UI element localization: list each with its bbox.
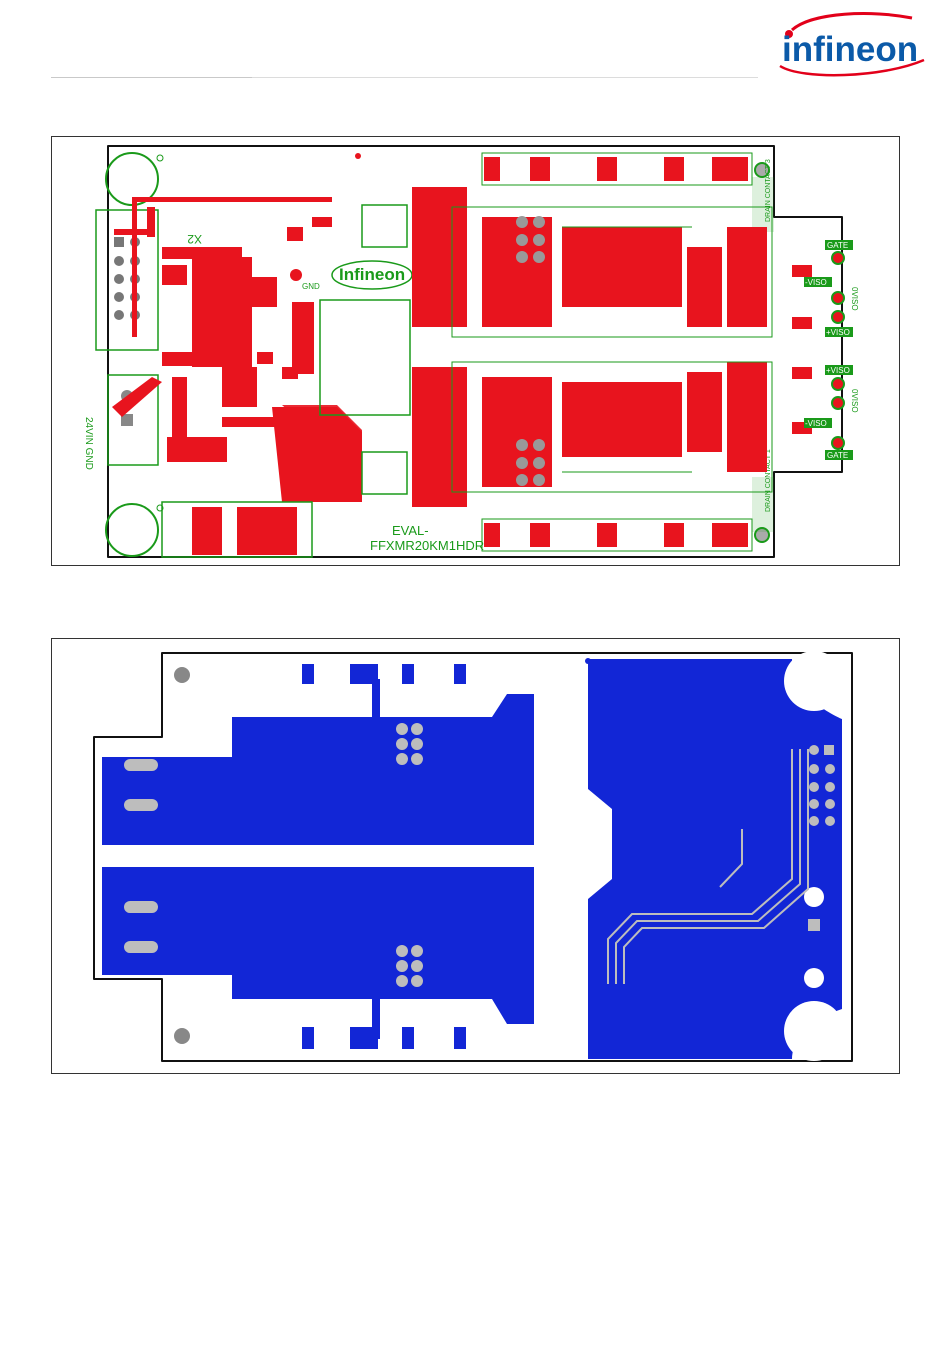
pin-label-gate-top: GATE [827, 241, 848, 250]
pin-label-viso-neg-top: -VISO [805, 278, 827, 287]
power-label: 24VIN GND [83, 417, 94, 470]
board-name-line2: FFXMR20KM1HDR [370, 538, 484, 553]
infineon-logo: infineon [772, 8, 937, 78]
pcb-bottom-layer-figure [51, 638, 900, 1074]
board-name-line1: EVAL- [392, 523, 429, 538]
pcb-top-layer-figure: X2 24VIN GND [51, 136, 900, 566]
pin-label-viso-neg-bottom: -VISO [805, 419, 827, 428]
pin-label-viso-pos-bottom: +VISO [826, 366, 850, 375]
gnd-label: GND [302, 282, 320, 291]
connector-x2-label: X2 [187, 232, 202, 246]
logo-wordmark: infineon [782, 30, 918, 69]
plane-right [588, 659, 842, 1059]
pin-label-gate-bottom: GATE [827, 451, 848, 460]
pin-label-0viso-bottom: 0VISO [850, 389, 859, 413]
pin-label-viso-pos-top: +VISO [826, 328, 850, 337]
header-rule-dark [51, 77, 252, 78]
header-rule-light [252, 77, 758, 78]
pin-label-0viso-top: 0VISO [850, 287, 859, 311]
silk-logo: Infineon [339, 265, 405, 284]
